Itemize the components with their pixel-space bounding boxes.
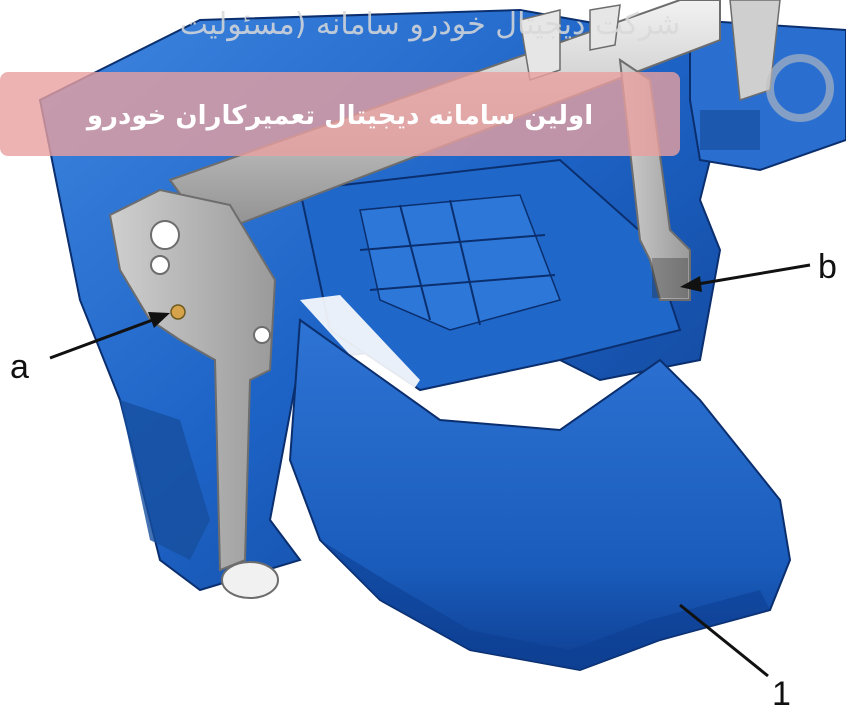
- callout-1-label: 1: [772, 675, 791, 711]
- callout-b-label: b: [818, 248, 837, 286]
- inner-tray: [298, 158, 682, 410]
- callout-a-arrowhead: [148, 312, 170, 328]
- callout-1: 1: [679, 603, 791, 711]
- watermark-logo-icon: [766, 54, 834, 122]
- watermark-top-text: شرکت دیجیتال خودرو سامانه (مسئولیت: [180, 7, 681, 42]
- callout-b: b: [680, 248, 837, 292]
- callout-a-label: a: [10, 348, 29, 386]
- callout-1-leader: [679, 603, 769, 678]
- callout-a-leader: [49, 316, 159, 360]
- callout-a: a: [10, 312, 170, 386]
- watermark-banner-text: اولین سامانه دیجیتال تعمیرکاران خودرو: [85, 101, 593, 131]
- lower-cover: [288, 318, 792, 672]
- callout-b-leader: [691, 263, 811, 287]
- callout-b-arrowhead: [680, 276, 702, 292]
- left-support-bracket: [108, 188, 279, 599]
- watermark: شرکت دیجیتال خودرو سامانه (مسئولیت اولین…: [0, 7, 834, 156]
- watermark-banner: [0, 72, 680, 156]
